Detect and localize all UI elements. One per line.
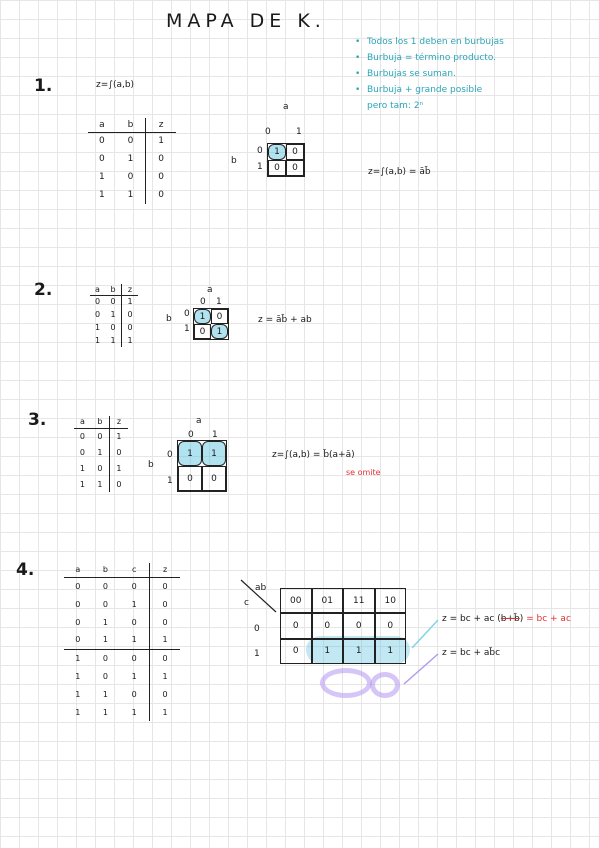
kmap-var-side: c — [244, 598, 249, 608]
kmap-row-label: 1 — [184, 324, 190, 334]
group-bubble — [320, 668, 372, 698]
kmap-cell: 0 — [202, 466, 226, 491]
kmap-cell: 0 — [211, 309, 228, 324]
kmap-cell: 0 — [374, 613, 406, 639]
kmap-cell: 0 — [268, 160, 286, 176]
kmap-cell: 1 — [178, 441, 202, 466]
note-item: •Burbuja = término producto. — [355, 53, 497, 63]
kmap-cell: 1 — [374, 638, 406, 664]
karnaugh-map: 1 0 0 1 — [193, 308, 229, 340]
kmap-cell: 0 — [178, 466, 202, 491]
kmap-row-label: 1 — [254, 649, 260, 659]
exercise-number: 1. — [34, 76, 53, 96]
kmap-cell: 1 — [311, 638, 343, 664]
kmap-cell: 0 — [286, 144, 304, 160]
kmap-col-label: 10 — [374, 588, 406, 614]
exercise-number: 4. — [16, 560, 35, 580]
kmap-col-label: 0 — [200, 297, 206, 307]
kmap-col-label: 11 — [343, 588, 375, 614]
kmap-col-label: 1 — [212, 430, 218, 440]
kmap-cell: 0 — [286, 160, 304, 176]
kmap-row-label: 0 — [257, 146, 263, 156]
kmap-var-top: a — [196, 416, 202, 426]
kmap-row-label: 0 — [167, 450, 173, 460]
kmap-var-top: a — [283, 102, 289, 112]
page-title: MAPA DE K. — [166, 10, 326, 32]
note-item: pero tam: 2ⁿ — [367, 101, 424, 111]
function-label: z=∫(a,b) — [96, 80, 135, 90]
kmap-cell: 1 — [202, 441, 226, 466]
kmap-cell: 0 — [311, 613, 343, 639]
note-item: •Burbuja + grande posible — [355, 85, 483, 95]
kmap-var-top: ab — [255, 583, 267, 593]
kmap-row-label: 1 — [257, 162, 263, 172]
kmap-var-side: b — [166, 314, 172, 324]
kmap-cell: 1 — [211, 324, 228, 339]
result-expression: z=∫(a,b) = āb̄ — [368, 167, 431, 177]
omit-note: se omite — [346, 468, 381, 477]
kmap-cell: 1 — [194, 309, 211, 324]
result-expression: z = bc + ac (b+b̄) = bc + ac — [442, 614, 571, 624]
result-expression: z = āb̄ + ab — [258, 315, 312, 325]
kmap-cell: 1 — [268, 144, 286, 160]
note-item: •Burbujas se suman. — [355, 69, 456, 79]
karnaugh-map: 1 1 0 0 — [177, 440, 227, 492]
exercise-number: 3. — [28, 410, 47, 430]
kmap-col-label: 00 — [280, 588, 312, 614]
kmap-col-label: 0 — [188, 430, 194, 440]
kmap-var-top: a — [207, 285, 213, 295]
group-bubble — [306, 636, 410, 664]
kmap-var-side: b — [231, 156, 237, 166]
result-expression: z = bc + ab̄c — [442, 648, 501, 658]
kmap-cell: 1 — [343, 638, 375, 664]
kmap-cell: 0 — [280, 638, 312, 664]
kmap-col-label: 1 — [216, 297, 222, 307]
kmap-col-label: 1 — [296, 127, 302, 137]
note-item: •Todos los 1 deben en burbujas — [355, 37, 504, 47]
kmap-row-label: 0 — [254, 624, 260, 634]
kmap-cell: 0 — [343, 613, 375, 639]
kmap-col-label: 0 — [265, 127, 271, 137]
kmap-row-label: 0 — [184, 309, 190, 319]
result-expression: z=∫(a,b) = b̄(a+ā) — [272, 450, 355, 460]
kmap-col-label: 01 — [311, 588, 343, 614]
kmap-var-side: b — [148, 460, 154, 470]
karnaugh-map: 1 0 0 0 — [267, 143, 305, 177]
kmap-cell: 0 — [194, 324, 211, 339]
exercise-number: 2. — [34, 280, 53, 300]
kmap-cell: 0 — [280, 613, 312, 639]
karnaugh-map: 00 01 11 10 0 0 0 0 0 1 1 1 — [280, 588, 406, 664]
notes-list: •Todos los 1 deben en burbujas •Burbuja … — [355, 34, 504, 114]
group-bubble — [370, 672, 400, 698]
kmap-row-label: 1 — [167, 476, 173, 486]
